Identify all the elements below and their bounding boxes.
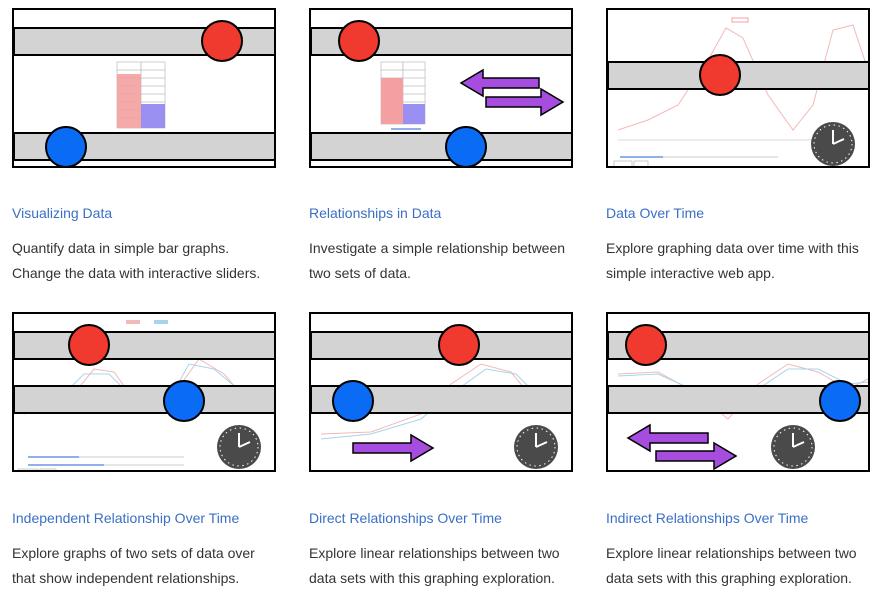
thumbnail-art — [311, 20, 571, 166]
thumbnail-data-over-time[interactable] — [606, 8, 870, 168]
arrow-right-icon — [655, 441, 738, 470]
thumbnail-direct-relationships[interactable] — [309, 312, 573, 472]
thumbnail-indirect-relationships[interactable] — [606, 312, 870, 472]
card-description-line: that show independent relationships. — [12, 570, 240, 586]
card-title-link[interactable]: Independent Relationship Over Time — [12, 510, 240, 526]
clock-icon — [811, 122, 855, 166]
thumbnail-art — [14, 320, 274, 470]
card-description-line: Explore linear relationships between two — [606, 545, 857, 561]
arrow-right-icon — [485, 87, 565, 117]
thumbnail-independent-relationship[interactable] — [12, 312, 276, 472]
card-description-line: Explore graphing data over time with thi… — [606, 240, 859, 256]
card-title-link[interactable]: Visualizing Data — [12, 205, 113, 221]
arrow-left-icon — [626, 423, 709, 453]
bar-red — [117, 74, 141, 128]
bar-blue — [403, 104, 425, 124]
thumbnail-relationships-in-data[interactable] — [309, 8, 573, 168]
clock-icon — [771, 425, 815, 469]
arrow-right-icon — [352, 433, 435, 463]
card-description-line: data sets with this graphing exploration… — [309, 570, 555, 586]
arrow-left-icon — [459, 68, 540, 98]
card-description-line: Change the data with interactive sliders… — [12, 265, 261, 281]
card-title-link[interactable]: Direct Relationships Over Time — [309, 510, 502, 526]
thumbnail-art — [608, 17, 868, 166]
card-title-link[interactable]: Indirect Relationships Over Time — [606, 510, 809, 526]
card-description-line: simple interactive web app. — [606, 265, 775, 281]
bar-blue — [141, 104, 165, 128]
clock-icon — [514, 425, 558, 469]
bar-red — [381, 78, 403, 124]
card-description-line: Quantify data in simple bar graphs. — [12, 240, 230, 256]
thumbnail-art — [311, 324, 571, 469]
thumbnail-visualizing-data[interactable] — [12, 8, 276, 168]
card-title-link[interactable]: Relationships in Data — [309, 205, 442, 221]
clock-icon — [217, 425, 261, 469]
thumbnail-art — [14, 20, 274, 166]
card-description-line: Investigate a simple relationship betwee… — [309, 240, 566, 256]
card-description-line: data sets with this graphing exploration… — [606, 570, 852, 586]
card-title-link[interactable]: Data Over Time — [606, 205, 705, 221]
card-description-line: Explore linear relationships between two — [309, 545, 560, 561]
card-description-line: Explore graphs of two sets of data over — [12, 545, 255, 561]
card-description-line: two sets of data. — [309, 265, 411, 281]
thumbnail-art — [608, 324, 868, 470]
